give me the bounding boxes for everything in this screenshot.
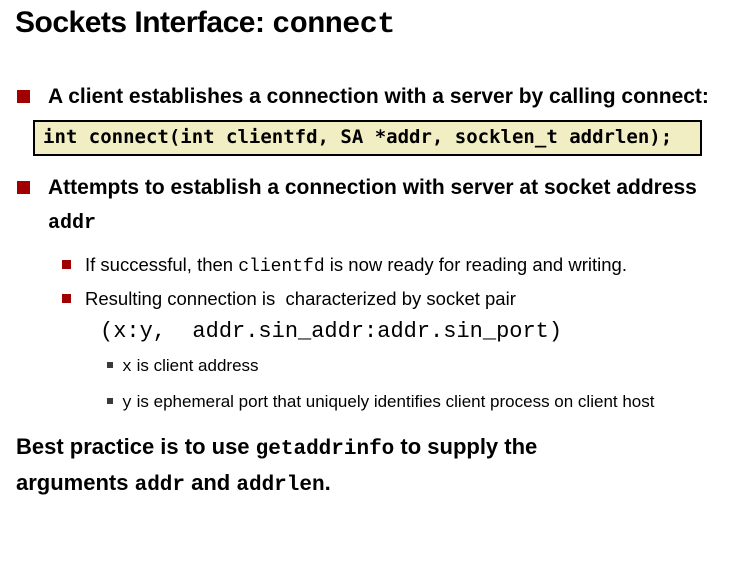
bullet-client-establishes: A client establishes a connection with a…	[0, 80, 749, 114]
sub-bullet-square-icon	[62, 294, 71, 303]
footer-run-4: .	[324, 470, 331, 495]
footer-run-2: to supply the arguments	[16, 434, 544, 495]
page-title-code: connect	[272, 8, 395, 42]
bullet-attempts-run: Attempts to establish a connection with …	[48, 176, 703, 199]
bullet-attempts-connection-text: Attempts to establish a connection with …	[48, 171, 743, 241]
sub-sub-bullet-x: x is client address	[0, 352, 749, 381]
x-description: is client address	[131, 356, 259, 375]
bullet-square-icon	[17, 181, 30, 194]
sub-bullet-if-successful: If successful, then clientfd is now read…	[0, 250, 749, 282]
y-code: y	[122, 393, 132, 412]
bullet-client-establishes-run: A client establishes a connection with a…	[48, 85, 709, 108]
x-code: x	[122, 357, 132, 376]
footer-run-1: Best practice is to use	[16, 434, 256, 459]
bullet-attempts-connection: Attempts to establish a connection with …	[0, 171, 749, 241]
sub-bullet-resulting-connection: Resulting connection is characterized by…	[0, 284, 749, 314]
sub-sub-bullet-y-text: y is ephemeral port that uniquely identi…	[122, 388, 654, 417]
clientfd-code: clientfd	[238, 257, 325, 277]
sub-sub-bullet-y: y is ephemeral port that uniquely identi…	[0, 388, 749, 417]
resulting-connection-run: Resulting connection is characterized by…	[85, 288, 516, 309]
bullet-client-establishes-text: A client establishes a connection with a…	[48, 80, 709, 114]
bullet-attempts-addr-code: addr	[48, 212, 97, 235]
getaddrinfo-code: getaddrinfo	[255, 438, 395, 461]
connect-prototype-code: int connect(int clientfd, SA *addr, sock…	[43, 126, 673, 148]
socket-pair-tuple: (x:y, addr.sin_addr:addr.sin_port)	[100, 317, 749, 347]
code-box-connect-prototype: int connect(int clientfd, SA *addr, sock…	[33, 120, 702, 156]
y-description: is ephemeral port that uniquely identifi…	[131, 392, 655, 411]
sub-bullet-square-icon	[62, 260, 71, 269]
bullet-square-icon	[17, 90, 30, 103]
addrlen-code: addrlen	[236, 474, 325, 497]
sub-sub-bullet-x-text: x is client address	[122, 352, 259, 381]
sub-bullet-resulting-connection-text: Resulting connection is characterized by…	[85, 284, 516, 314]
best-practice-note: Best practice is to use getaddrinfo to s…	[16, 430, 651, 502]
footer-run-3: and	[185, 470, 237, 495]
page-title: Sockets Interface: connect	[15, 6, 749, 42]
mini-bullet-square-icon	[107, 362, 113, 368]
if-successful-post: is now ready for reading and writing.	[324, 254, 627, 275]
addr-code: addr	[134, 474, 186, 497]
socket-pair-tuple-code: (x:y, addr.sin_addr:addr.sin_port)	[100, 319, 563, 344]
page-title-text: Sockets Interface:	[15, 6, 273, 39]
if-successful-pre: If successful, then	[85, 254, 239, 275]
sub-bullet-if-successful-text: If successful, then clientfd is now read…	[85, 250, 627, 282]
mini-bullet-square-icon	[107, 398, 113, 404]
